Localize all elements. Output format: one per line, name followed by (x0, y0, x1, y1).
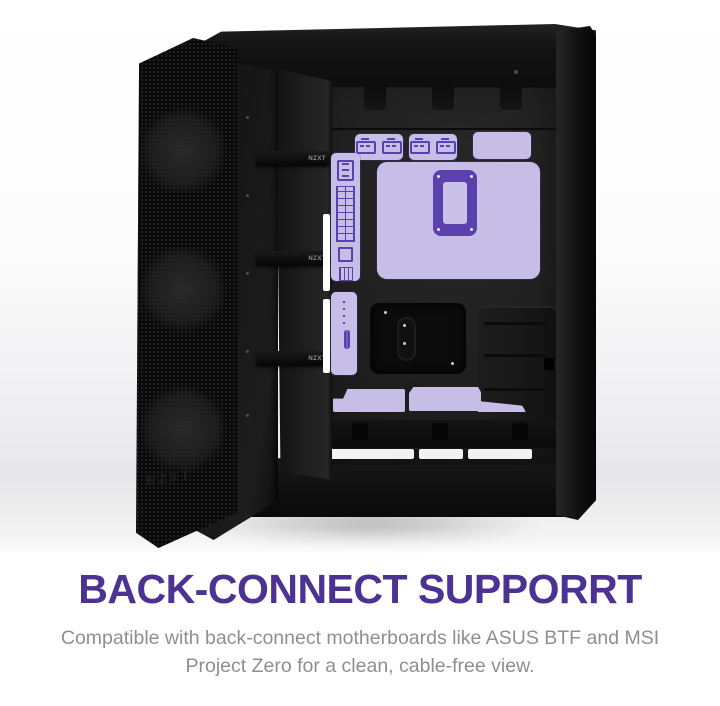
cage-groove (484, 354, 546, 357)
usb-c-highlight-strip (331, 292, 357, 375)
case-right-frame (556, 26, 596, 520)
screw-dot (246, 350, 249, 353)
screw-dot (246, 194, 249, 197)
sata-connector-icon (338, 246, 353, 262)
front-panel-pin-grid-icon (336, 185, 355, 242)
screw-dot (451, 362, 454, 365)
product-photo-stage: NZXT NZXT NZXT NZXT (0, 0, 720, 556)
mesh-front-panel: NZXT (136, 38, 238, 548)
screw-dot (246, 414, 249, 417)
nzxt-bar-label: NZXT (308, 355, 326, 362)
screw-dot (403, 342, 406, 345)
fan-header-icon (356, 137, 376, 154)
cable-management-bar: NZXT (256, 251, 332, 266)
usb-header-icon (410, 137, 430, 154)
subtext-line-1: Compatible with back-connect motherboard… (60, 627, 660, 649)
bottom-vent-slot (284, 449, 414, 459)
cable-management-bar: NZXT (256, 351, 332, 366)
screw-dot (246, 116, 249, 119)
caption-section: BACK-CONNECT SUPPORRT Compatible with ba… (0, 556, 720, 706)
fan-header-icon (337, 160, 354, 181)
cage-groove (484, 322, 546, 325)
cable-pass-through-recess (371, 304, 465, 373)
subtext-line-2: Project Zero for a clean, cable-free vie… (185, 654, 535, 677)
mesh-perforation-pattern (136, 38, 238, 548)
psu-highlight-extension (478, 401, 526, 412)
interior-shelf-line (318, 128, 561, 130)
fan-header-icon (382, 137, 402, 154)
psu-highlight-right (409, 387, 481, 411)
motherboard-tray-edge (276, 68, 332, 480)
screw-dot (636, 70, 640, 74)
psu-highlight-left (333, 389, 405, 412)
screw-dot (384, 311, 387, 314)
nzxt-bar-label: NZXT (308, 155, 326, 162)
rear-slot-strip (323, 299, 330, 373)
rear-slot-strip (323, 214, 330, 291)
sata-connector-icon (338, 266, 353, 281)
cpu-cutout-icon (433, 170, 477, 236)
bottom-bracket (512, 423, 528, 440)
pin-dots (343, 301, 345, 325)
bottom-vent-slot (419, 449, 463, 459)
fan-header-badge (355, 134, 403, 160)
drive-cage (478, 306, 556, 420)
bottom-bracket (432, 423, 448, 440)
usb-header-icon (436, 137, 456, 154)
screw-dot (246, 272, 249, 275)
front-io-highlight-strip (331, 153, 360, 281)
atx-power-badge (473, 132, 531, 159)
nzxt-bar-label: NZXT (308, 255, 326, 262)
grommet-pill (397, 317, 416, 361)
headline: BACK-CONNECT SUPPORRT (78, 566, 642, 612)
cable-management-bar: NZXT (256, 151, 332, 166)
screw-dot (514, 70, 518, 74)
usb-header-badge (409, 134, 457, 160)
cage-groove (484, 388, 546, 391)
screw-dot (403, 324, 406, 327)
cage-thumbscrew (544, 358, 554, 370)
motherboard-tray-highlight (377, 162, 540, 279)
bottom-bracket (352, 423, 368, 440)
subtext: Compatible with back-connect motherboard… (0, 625, 720, 680)
bottom-vent-slot (468, 449, 532, 459)
